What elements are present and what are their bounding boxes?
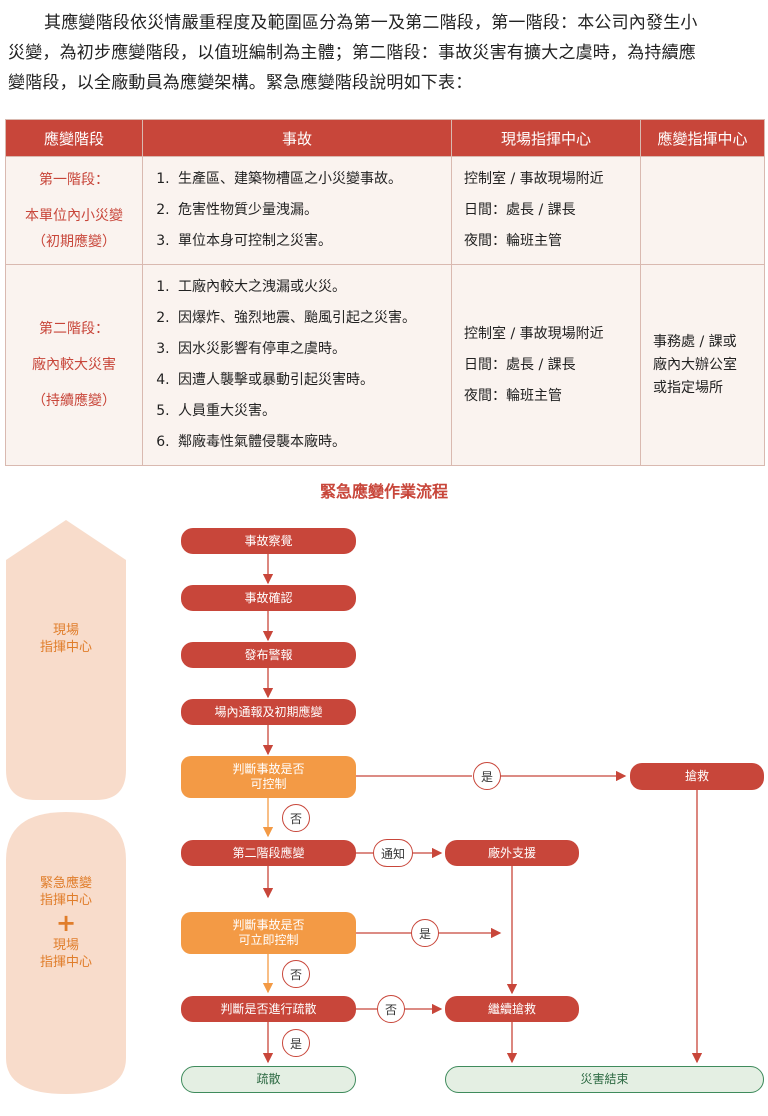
- site-location: 控制室 / 事故現場附近: [464, 171, 604, 187]
- command-cell: [640, 156, 765, 265]
- step-confirm: 事故確認: [181, 585, 356, 611]
- no-label: 否: [282, 960, 310, 988]
- step-disaster-end: 災害結束: [445, 1066, 764, 1093]
- inform-label: 通知: [373, 839, 413, 867]
- step-detect: 事故察覺: [181, 528, 356, 554]
- site-day: 日間：處長 / 課長: [464, 356, 576, 373]
- list-item: 危害性物質少量洩漏。: [174, 195, 450, 226]
- stage-type: （初期應變）: [32, 233, 116, 250]
- list-item: 因水災影響有停車之虞時。: [174, 334, 450, 365]
- side-panel-site: [6, 520, 126, 800]
- flow-title: 緊急應變作業流程: [319, 482, 448, 501]
- command-line: 或指定場所: [653, 379, 723, 396]
- side-label-line: 指揮中心: [39, 893, 92, 908]
- side-label-line: 指揮中心: [39, 640, 92, 655]
- site-cell: 控制室 / 事故現場附近 日間：處長 / 課長 夜間：輪班主管: [451, 264, 641, 466]
- intro-line-3: 變階段，以全廠動員為應變架構。緊急應變階段說明如下表：: [8, 73, 473, 93]
- side-label-line: 指揮中心: [39, 955, 92, 970]
- list-item: 鄰廠毒性氣體侵襲本廠時。: [174, 427, 450, 458]
- site-location: 控制室 / 事故現場附近: [464, 325, 604, 342]
- header-response-command: 應變指揮中心: [640, 119, 765, 157]
- step-continue-rescue: 繼續搶救: [445, 996, 579, 1022]
- yes-label: 是: [411, 919, 439, 947]
- list-item: 工廠內較大之洩漏或火災。: [174, 272, 450, 303]
- yes-label: 是: [473, 762, 501, 790]
- list-item: 單位本身可控制之災害。: [174, 226, 450, 257]
- command-cell: 事務處 / 課或 廠內大辦公室 或指定場所: [640, 264, 765, 466]
- step-text: 判斷事故是否: [232, 918, 305, 932]
- table-row: 第一階段： 本單位內小災變 （初期應變） 生產區、建築物槽區之小災變事故。 危害…: [5, 156, 765, 265]
- stage-name: 第二階段：: [39, 321, 109, 337]
- intro-paragraph: 其應變階段依災情嚴重程度及範圍區分為第一及第二階段，第一階段：本公司內發生小 災…: [8, 8, 764, 98]
- step-alarm: 發布警報: [181, 642, 356, 668]
- site-cell: 控制室 / 事故現場附近 日間：處長 / 課長 夜間：輪班主管: [451, 156, 641, 265]
- stage-table: 應變階段 事故 現場指揮中心 應變指揮中心 第一階段： 本單位內小災變 （初期應…: [5, 119, 765, 466]
- step-rescue: 搶救: [630, 763, 764, 790]
- no-label: 否: [282, 804, 310, 832]
- step-text: 可立即控制: [238, 933, 299, 947]
- list-item: 因爆炸、強烈地震、颱風引起之災害。: [174, 303, 450, 334]
- stage-scope: 本單位內小災變: [25, 207, 123, 224]
- site-night: 夜間：輪班主管: [464, 387, 562, 404]
- command-line: 廠內大辦公室: [653, 356, 737, 373]
- stage-type: （持續應變）: [32, 393, 116, 409]
- site-night: 夜間：輪班主管: [464, 233, 562, 249]
- step-text: 判斷事故是否: [232, 762, 305, 776]
- step-outside-support: 廠外支援: [445, 840, 579, 866]
- intro-line-1: 其應變階段依災情嚴重程度及範圍區分為第一及第二階段，第一階段：本公司內發生小: [44, 13, 698, 33]
- events-cell: 生產區、建築物槽區之小災變事故。 危害性物質少量洩漏。 單位本身可控制之災害。: [142, 156, 452, 265]
- step-judge-immediate: 判斷事故是否 可立即控制: [181, 912, 356, 954]
- list-item: 人員重大災害。: [174, 396, 450, 427]
- side-label-line: 現場: [52, 938, 79, 953]
- header-site-command: 現場指揮中心: [451, 119, 641, 157]
- no-label: 否: [377, 995, 405, 1023]
- command-line: 事務處 / 課或: [653, 333, 737, 350]
- step-evacuate: 疏散: [181, 1066, 356, 1093]
- step-text: 可控制: [250, 777, 287, 791]
- stage-name: 第一階段：: [39, 171, 109, 188]
- stage-scope: 廠內較大災害: [32, 357, 116, 373]
- step-notify: 場內通報及初期應變: [181, 699, 356, 725]
- step-judge-evacuate: 判斷是否進行疏散: [181, 996, 356, 1022]
- side-label-line: 緊急應變: [39, 876, 92, 891]
- list-item: 生產區、建築物槽區之小災變事故。: [174, 164, 450, 195]
- side-label-emergency: 緊急應變 指揮中心 + 現場 指揮中心: [6, 875, 126, 971]
- stage-cell: 第二階段： 廠內較大災害 （持續應變）: [5, 264, 143, 466]
- yes-label: 是: [282, 1029, 310, 1057]
- plus-icon: +: [55, 909, 77, 937]
- list-item: 因遭人襲擊或暴動引起災害時。: [174, 365, 450, 396]
- header-events: 事故: [142, 119, 452, 157]
- header-stage: 應變階段: [5, 119, 143, 157]
- step-judge-controllable: 判斷事故是否 可控制: [181, 756, 356, 798]
- table-header-row: 應變階段 事故 現場指揮中心 應變指揮中心: [5, 119, 765, 157]
- intro-line-2: 災變，為初步應變階段，以值班編制為主體；第二階段：事故災害有擴大之虞時，為持續應: [8, 43, 696, 63]
- side-label-site: 現場 指揮中心: [6, 622, 126, 656]
- table-row: 第二階段： 廠內較大災害 （持續應變） 工廠內較大之洩漏或火災。 因爆炸、強烈地…: [5, 264, 765, 466]
- events-cell: 工廠內較大之洩漏或火災。 因爆炸、強烈地震、颱風引起之災害。 因水災影響有停車之…: [142, 264, 452, 466]
- stage-cell: 第一階段： 本單位內小災變 （初期應變）: [5, 156, 143, 265]
- side-panel-emergency: [6, 812, 126, 1094]
- step-stage2: 第二階段應變: [181, 840, 356, 866]
- site-day: 日間：處長 / 課長: [464, 202, 576, 218]
- side-label-line: 現場: [52, 623, 79, 638]
